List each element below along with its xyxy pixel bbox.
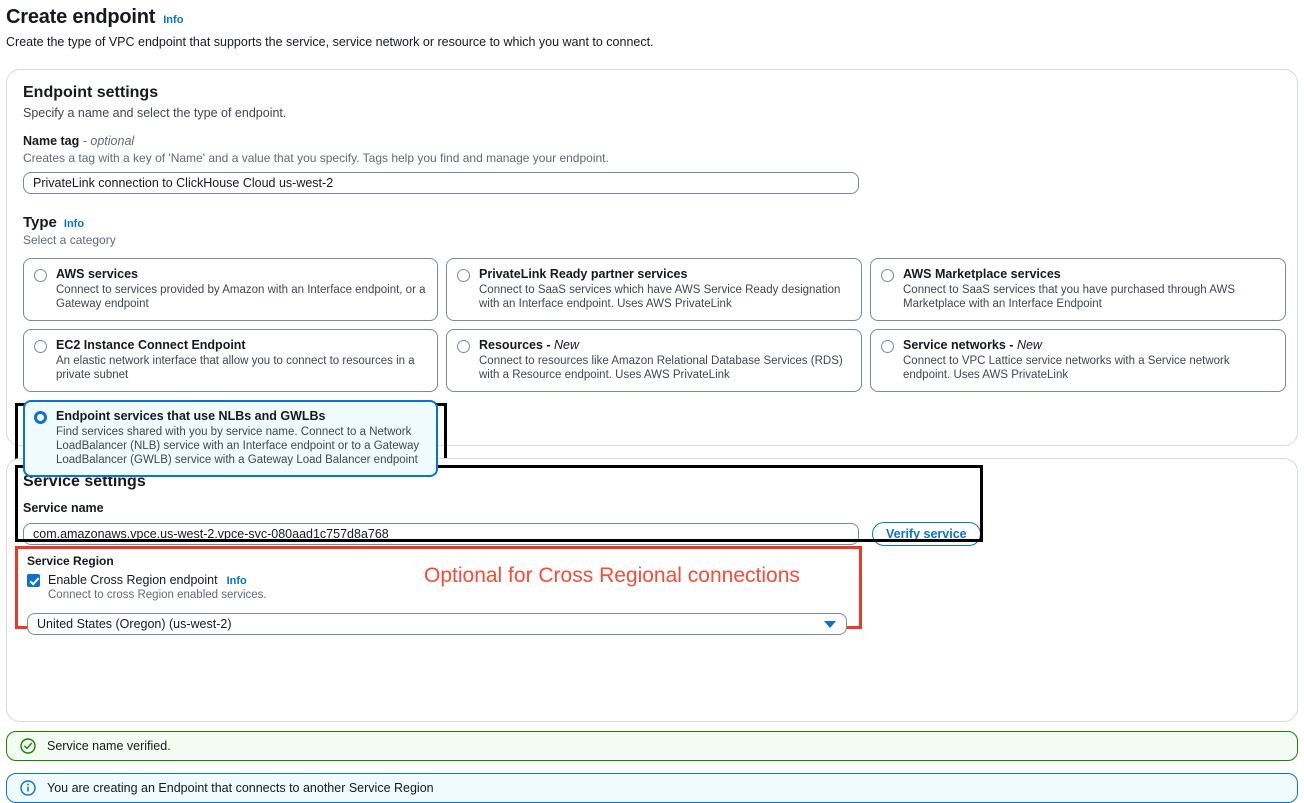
- type-option-body: AWS servicesConnect to services provided…: [56, 267, 427, 311]
- type-info-link[interactable]: Info: [64, 218, 84, 230]
- page-description: Create the type of VPC endpoint that sup…: [6, 35, 1304, 49]
- endpoint-settings-body: Endpoint settings Specify a name and sel…: [7, 70, 1297, 477]
- service-region-highlight-box: Service Region Enable Cross Region endpo…: [15, 546, 862, 629]
- type-option-endpoint-services-nlb-gwlb[interactable]: Endpoint services that use NLBs and GWLB…: [23, 400, 438, 477]
- type-option-1[interactable]: PrivateLink Ready partner servicesConnec…: [446, 258, 862, 321]
- radio-icon-selected[interactable]: [34, 411, 47, 424]
- type-option-body: PrivateLink Ready partner servicesConnec…: [479, 267, 851, 311]
- service-region-selected-value: United States (Oregon) (us-west-2): [37, 617, 232, 631]
- type-option-3[interactable]: EC2 Instance Connect EndpointAn elastic …: [23, 329, 438, 392]
- type-option-description: Connect to VPC Lattice service networks …: [903, 354, 1275, 382]
- page-title: Create endpoint: [6, 6, 155, 29]
- service-settings-panel: Service settings Service name Verify ser…: [6, 458, 1298, 722]
- alert-success-text: Service name verified.: [47, 739, 171, 753]
- type-selected-row: Endpoint services that use NLBs and GWLB…: [23, 400, 438, 477]
- type-label: Type: [23, 214, 57, 231]
- type-option-description: Connect to services provided by Amazon w…: [56, 283, 427, 311]
- type-option-title: PrivateLink Ready partner services: [479, 267, 851, 282]
- name-tag-label-text: Name tag: [23, 134, 79, 148]
- service-name-row: Verify service: [23, 522, 1281, 546]
- name-tag-label: Name tag - optional: [23, 134, 1281, 148]
- service-name-label: Service name: [23, 501, 1281, 515]
- check-circle-icon: [20, 738, 36, 754]
- type-option-body: Resources - NewConnect to resources like…: [479, 338, 851, 382]
- cross-region-checkbox-label: Enable Cross Region endpoint: [48, 573, 218, 587]
- cross-region-text-block: Enable Cross Region endpoint Info Connec…: [48, 573, 267, 601]
- type-option-description: Find services shared with you by service…: [56, 425, 427, 467]
- type-option-title: Endpoint services that use NLBs and GWLB…: [56, 409, 427, 424]
- annotation-cross-regional: Optional for Cross Regional connections: [424, 564, 800, 588]
- cross-region-title-row: Enable Cross Region endpoint Info: [48, 573, 267, 587]
- type-option-new-badge: New: [554, 338, 579, 352]
- cross-region-checkbox-sub: Connect to cross Region enabled services…: [48, 589, 267, 601]
- type-option-0[interactable]: AWS servicesConnect to services provided…: [23, 258, 438, 321]
- service-region-select[interactable]: United States (Oregon) (us-west-2): [27, 613, 847, 635]
- endpoint-settings-panel: Endpoint settings Specify a name and sel…: [6, 69, 1298, 446]
- type-option-description: Connect to SaaS services which have AWS …: [479, 283, 851, 311]
- chevron-down-icon[interactable]: [824, 621, 836, 628]
- alert-service-name-verified: Service name verified.: [6, 731, 1298, 761]
- page-title-row: Create endpoint Info: [6, 6, 1304, 29]
- name-tag-optional: - optional: [83, 134, 134, 148]
- type-option-body: AWS Marketplace servicesConnect to SaaS …: [903, 267, 1275, 311]
- verify-service-button[interactable]: Verify service: [872, 522, 981, 546]
- radio-icon[interactable]: [34, 269, 47, 282]
- type-option-title: Service networks - New: [903, 338, 1275, 353]
- name-tag-input[interactable]: [23, 172, 859, 194]
- page-header: Create endpoint Info Create the type of …: [0, 0, 1304, 49]
- type-option-title: AWS services: [56, 267, 427, 282]
- type-option-title: Resources - New: [479, 338, 851, 353]
- type-option-5[interactable]: Service networks - NewConnect to VPC Lat…: [870, 329, 1286, 392]
- type-option-new-badge: New: [1017, 338, 1042, 352]
- radio-icon[interactable]: [457, 340, 470, 353]
- type-option-title: AWS Marketplace services: [903, 267, 1275, 282]
- name-tag-hint: Creates a tag with a key of 'Name' and a…: [23, 151, 1281, 165]
- type-option-body: EC2 Instance Connect EndpointAn elastic …: [56, 338, 427, 382]
- info-circle-icon: [20, 780, 36, 796]
- type-option-2[interactable]: AWS Marketplace servicesConnect to SaaS …: [870, 258, 1286, 321]
- type-option-description: Connect to SaaS services that you have p…: [903, 283, 1275, 311]
- radio-icon[interactable]: [881, 269, 894, 282]
- type-option-body: Endpoint services that use NLBs and GWLB…: [56, 409, 427, 467]
- radio-icon[interactable]: [881, 340, 894, 353]
- radio-icon[interactable]: [457, 269, 470, 282]
- endpoint-settings-description: Specify a name and select the type of en…: [23, 106, 1281, 120]
- type-option-description: Connect to resources like Amazon Relatio…: [479, 354, 851, 382]
- radio-icon[interactable]: [34, 340, 47, 353]
- type-sub-label: Select a category: [23, 233, 1281, 247]
- type-option-grid: AWS servicesConnect to services provided…: [23, 258, 1281, 392]
- service-name-input[interactable]: [23, 523, 859, 545]
- alert-info-text: You are creating an Endpoint that connec…: [47, 781, 434, 795]
- type-option-body: Service networks - NewConnect to VPC Lat…: [903, 338, 1275, 382]
- type-option-title: EC2 Instance Connect Endpoint: [56, 338, 427, 353]
- checkbox-icon-enable-cross-region[interactable]: [27, 574, 40, 587]
- alert-cross-region-notice: You are creating an Endpoint that connec…: [6, 773, 1298, 803]
- service-region-select-wrap: United States (Oregon) (us-west-2): [27, 613, 847, 635]
- page-info-link[interactable]: Info: [163, 14, 183, 26]
- type-header: Type Info: [23, 214, 1281, 231]
- cross-region-info-link[interactable]: Info: [227, 575, 247, 587]
- type-option-4[interactable]: Resources - NewConnect to resources like…: [446, 329, 862, 392]
- type-option-description: An elastic network interface that allow …: [56, 354, 427, 382]
- endpoint-settings-title: Endpoint settings: [23, 84, 1281, 102]
